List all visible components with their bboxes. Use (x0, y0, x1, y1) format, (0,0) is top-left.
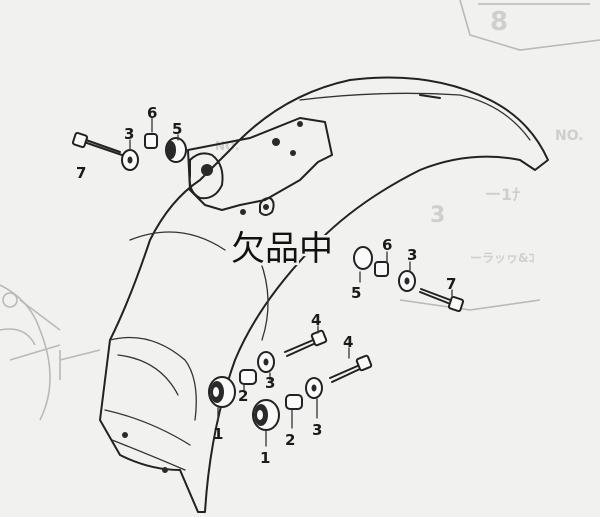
washer-3-left (121, 149, 139, 171)
bolt-4-upper-shaft-edge (286, 341, 319, 357)
bg-corner-digit: 8 (490, 7, 508, 37)
fender-inner-top-edge (129, 231, 226, 251)
washer-3-upper (257, 351, 275, 373)
callout-6-right: 6 (382, 236, 392, 254)
rubber-1-lower-hole (257, 410, 263, 420)
callout-labels: 7 3 6 5 6 3 5 7 4 4 2 3 1 1 2 3 (76, 104, 456, 467)
bracket-lower-boss (259, 197, 275, 216)
washer-3-right-hole (404, 277, 410, 285)
bg-right-line (399, 299, 541, 311)
bolt-4-upper-head (310, 329, 328, 347)
callout-7-left: 7 (76, 164, 86, 182)
spacer-6-right (374, 261, 389, 277)
spacer-2-upper (239, 369, 257, 385)
bg-side-no: NO. (555, 128, 584, 144)
bracket-hole-1 (272, 138, 280, 146)
bolt-7-left-shaft (83, 141, 123, 156)
callout-5-right: 5 (351, 284, 361, 302)
bolt-7-left-head (71, 131, 89, 149)
callout-1-lower: 1 (260, 449, 270, 467)
bolt-7-left (71, 131, 123, 156)
bg-side-text: ーラッヮ&ｺ (470, 251, 534, 265)
callout-5-left: 5 (172, 120, 182, 138)
mounting-bracket (187, 117, 333, 216)
grommet-5-left-face (166, 141, 176, 159)
washer-3-right (398, 270, 416, 292)
bg-left-frame (0, 284, 51, 421)
bracket-hole-3 (290, 150, 296, 156)
washer-3-lower (305, 377, 323, 399)
washer-3-lower-hole (311, 384, 317, 392)
washer-3-upper-hole (263, 358, 269, 366)
callout-3-right: 3 (407, 246, 417, 264)
bolt-7-left-shaft-edge (85, 139, 121, 153)
bracket-plate (187, 117, 333, 211)
bg-mid-digit: 3 (430, 203, 445, 228)
bracket-boss (188, 152, 224, 200)
bracket-hole-4 (240, 209, 246, 215)
callout-7-right: 7 (446, 275, 456, 293)
rubber-1-upper (208, 376, 236, 408)
bolt-4-upper (284, 329, 328, 357)
bracket-lower-hole (263, 204, 269, 210)
fender-lower-panel-top (104, 409, 191, 446)
spacer-6-right-body (374, 261, 389, 277)
fender-hole-1 (122, 432, 128, 438)
fender-inner-contour (117, 354, 179, 396)
bracket-hole-2 (297, 121, 303, 127)
bolt-7-right-head (447, 295, 465, 313)
spacer-2-lower-body (285, 394, 303, 410)
spacer-6-left (144, 133, 158, 149)
callout-3-lower: 3 (312, 421, 322, 439)
bracket-boss-hole (201, 164, 213, 176)
fender-lower-panel-bottom (111, 439, 186, 471)
bg-left-struts (0, 299, 61, 361)
rear-fender (99, 76, 549, 513)
rubber-1-upper-hole (213, 387, 219, 397)
bg-side-code: ー1ﾅ (485, 185, 520, 204)
callout-1-upper: 1 (213, 425, 223, 443)
fender-hole-2 (162, 467, 168, 473)
callout-4-upper: 4 (311, 311, 321, 329)
bolt-7-right-shaft-edge (420, 288, 454, 302)
bg-mid-no: NO. (215, 139, 240, 153)
fender-body (99, 76, 549, 513)
callout-2-upper: 2 (238, 387, 248, 405)
fender-inner-mid-edge (109, 336, 197, 421)
bolt-7-right (419, 288, 465, 313)
fender-top-slot (419, 94, 441, 99)
bolt-4-lower-shaft (329, 363, 363, 379)
bolt-4-lower-shaft-edge (331, 367, 363, 383)
spacer-2-upper-body (239, 369, 257, 385)
bg-corner-frame (459, 0, 600, 51)
callout-2-lower: 2 (285, 431, 295, 449)
out-of-stock-stamp: 欠品中 (231, 229, 333, 269)
rubber-1-lower (252, 399, 280, 431)
grommet-5-right-body (353, 246, 373, 270)
washer-3-left-hole (127, 156, 133, 164)
bolt-7-right-shaft (419, 291, 454, 306)
grommet-5-right (353, 246, 373, 270)
bolt-4-lower (329, 354, 373, 383)
leader-lines (129, 117, 453, 447)
callout-3-upper: 3 (265, 374, 275, 392)
bg-left-bracket (59, 349, 101, 380)
callout-4-lower: 4 (343, 333, 353, 351)
spacer-2-lower (285, 394, 303, 410)
bg-left-bolt (2, 292, 18, 308)
callout-3-left: 3 (124, 125, 134, 143)
spacer-6-left-body (144, 133, 158, 149)
fender-side-edge (259, 259, 269, 341)
background-artwork: 8 NO. ー1ﾅ ーラッヮ&ｺ NO. 3 (0, 0, 600, 421)
grommet-5-left (165, 137, 187, 163)
callout-6-left: 6 (147, 104, 157, 122)
fender-top-curve (299, 92, 531, 141)
bolt-4-lower-head (355, 354, 373, 372)
